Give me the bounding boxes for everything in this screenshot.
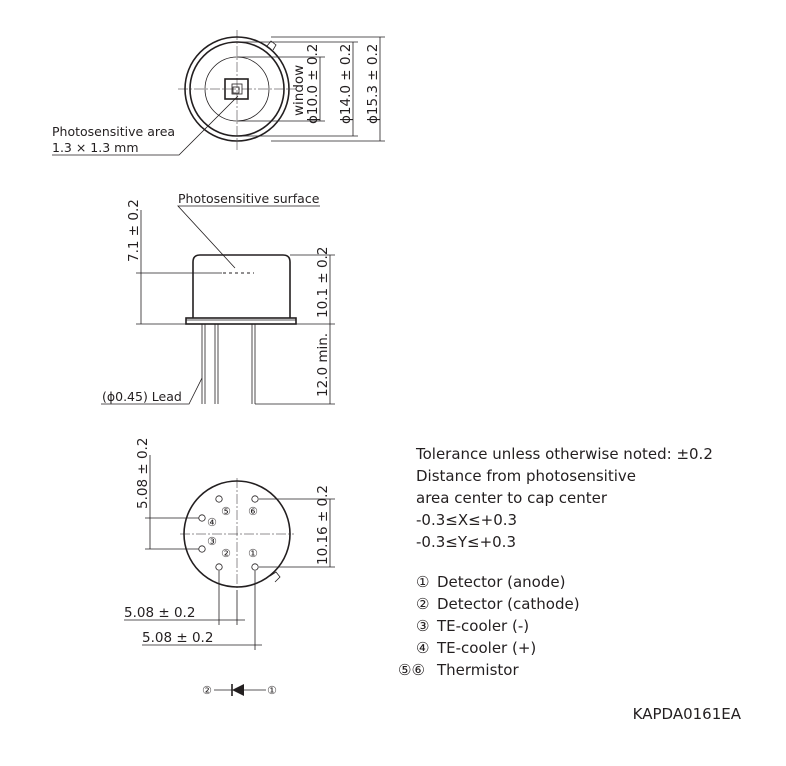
- pin-1: [251, 563, 259, 571]
- legend-num-3: ③: [416, 617, 429, 635]
- legend-num-4: ④: [416, 639, 429, 657]
- pin-5: [215, 495, 223, 503]
- pin-horizontal-pitch-1: 5.08 ± 0.2: [124, 605, 195, 621]
- surface-height-dimension: 7.1 ± 0.2: [126, 199, 142, 262]
- legend-num-1: ①: [416, 573, 429, 591]
- index-tab: [266, 40, 277, 51]
- pin-vertical-pitch: 5.08 ± 0.2: [135, 438, 151, 509]
- bottom-view: ① ② ③ ④ ⑤ ⑥ 5.08 ± 0.2 10.16 ± 0.2 5.08 …: [124, 438, 335, 650]
- diode-triangle: [232, 684, 244, 696]
- photosensitive-surface-label: Photosensitive surface: [178, 191, 320, 206]
- legend-num-56: ⑤⑥: [398, 661, 425, 679]
- note-distance-2: area center to cap center: [416, 489, 608, 507]
- cap-diameter: ϕ14.0 ± 0.2: [338, 44, 354, 124]
- diode-symbol: ② ①: [202, 684, 277, 697]
- photosensitive-area-size: 1.3 × 1.3 mm: [52, 140, 139, 155]
- cap-height-dimension: 10.1 ± 0.2: [315, 247, 331, 318]
- legend-desc-3: TE-cooler (-): [436, 617, 529, 635]
- pin-2: [215, 563, 223, 571]
- pin-6: [251, 495, 259, 503]
- note-distance-1: Distance from photosensitive: [416, 467, 636, 485]
- pin-5-label: ⑤: [221, 505, 231, 518]
- pin-legend: ① Detector (anode) ② Detector (cathode) …: [398, 573, 580, 679]
- note-tolerance: Tolerance unless otherwise noted: ±0.2: [415, 445, 713, 463]
- lead-length-dimension: 12.0 min.: [315, 333, 331, 397]
- note-x-range: -0.3≤X≤+0.3: [416, 511, 517, 529]
- pin-horizontal-pitch-2: 5.08 ± 0.2: [142, 630, 213, 646]
- pin-2-label: ②: [221, 547, 231, 560]
- legend-desc-56: Thermistor: [436, 661, 519, 679]
- pin-6-label: ⑥: [248, 505, 258, 518]
- window-label: window: [291, 65, 307, 116]
- chip-outline: [224, 78, 249, 100]
- base-tab: [269, 571, 281, 583]
- pin-4-label: ④: [207, 516, 217, 529]
- pin-1-label: ①: [248, 547, 258, 560]
- lead-label: (ϕ0.45) Lead: [102, 389, 182, 404]
- symbol-pin-2: ②: [202, 684, 212, 697]
- flange: [185, 317, 297, 325]
- photosensitive-element: [231, 83, 243, 95]
- pin-3: [198, 545, 206, 553]
- document-id: KAPDA0161EA: [633, 705, 742, 723]
- top-view: window ϕ10.0 ± 0.2 ϕ14.0 ± 0.2 ϕ15.3 ± 0…: [52, 30, 385, 156]
- cap: [189, 41, 285, 137]
- cap-body: [192, 254, 291, 318]
- legend-desc-1: Detector (anode): [437, 573, 565, 591]
- pin-row-spacing: 10.16 ± 0.2: [315, 485, 331, 565]
- pin-3-label: ③: [207, 535, 217, 548]
- flange-diameter: ϕ15.3 ± 0.2: [365, 44, 381, 124]
- side-view: Photosensitive surface 7.1 ± 0.2 10.1 ± …: [101, 191, 335, 405]
- legend-desc-2: Detector (cathode): [437, 595, 580, 613]
- pin-4: [198, 514, 206, 522]
- notes: Tolerance unless otherwise noted: ±0.2 D…: [415, 445, 713, 551]
- window-diameter: ϕ10.0 ± 0.2: [305, 44, 321, 124]
- photosensitive-area-label: Photosensitive area: [52, 124, 175, 139]
- symbol-pin-1: ①: [267, 684, 277, 697]
- legend-desc-4: TE-cooler (+): [436, 639, 536, 657]
- note-y-range: -0.3≤Y≤+0.3: [416, 533, 516, 551]
- legend-num-2: ②: [416, 595, 429, 613]
